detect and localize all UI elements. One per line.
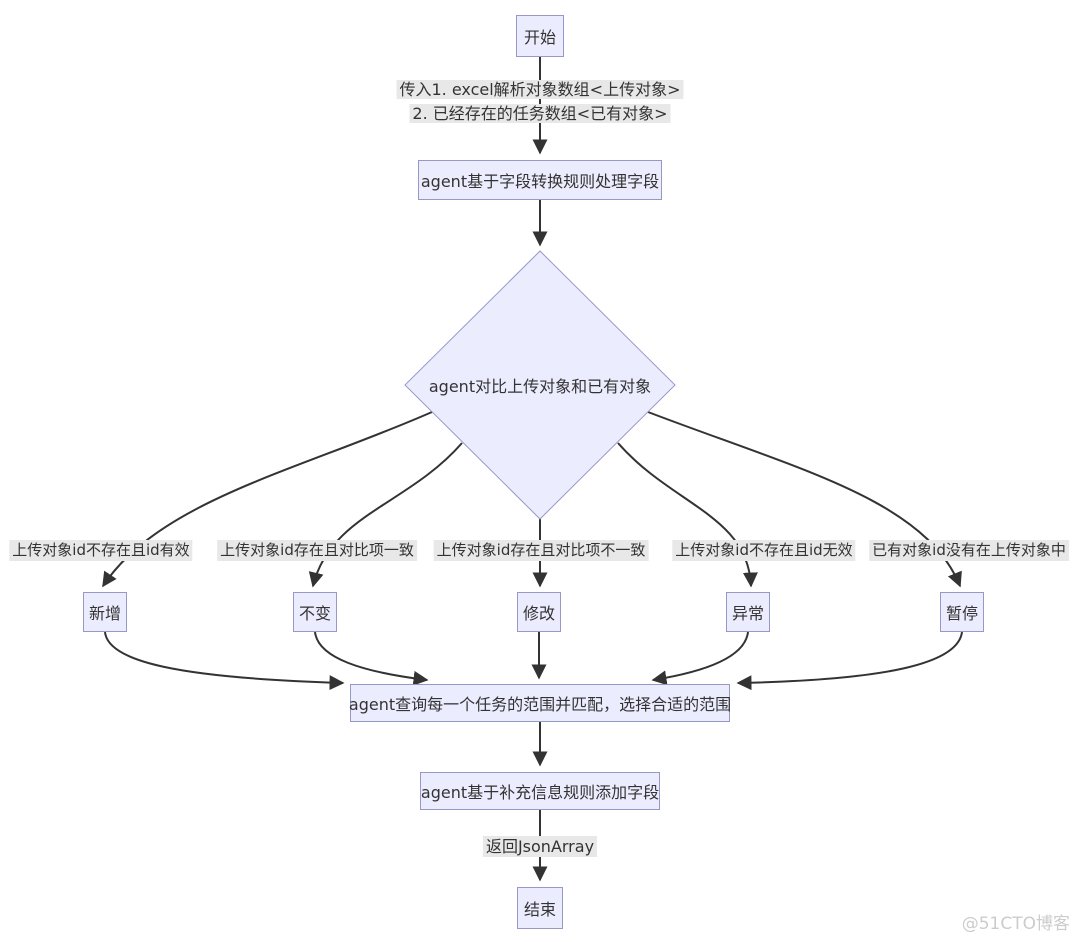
- node-add: 新增: [83, 592, 127, 632]
- node-supplement: agent基于补充信息规则添加字段: [420, 772, 660, 810]
- edge-label-branch-abnormal: 上传对象id不存在且id无效: [672, 540, 856, 561]
- edge-label-branch-pause: 已有对象id没有在上传对象中: [869, 540, 1069, 561]
- node-decision-label: agent对比上传对象和已有对象: [428, 377, 652, 396]
- node-pause: 暂停: [940, 592, 984, 632]
- node-match-scope: agent查询每一个任务的范围并匹配，选择合适的范围: [349, 684, 731, 722]
- node-start: 开始: [516, 15, 564, 57]
- node-end: 结束: [517, 887, 563, 929]
- edge-label-input-line2: 2. 已经存在的任务数组<已有对象>: [409, 104, 671, 123]
- edge-label-branch-unchanged: 上传对象id存在且对比项一致: [217, 540, 417, 561]
- node-unchanged: 不变: [293, 592, 337, 632]
- edge-label-input-line1: 传入1. excel解析对象数组<上传对象>: [396, 80, 684, 99]
- edge-label-branch-modify: 上传对象id存在且对比项不一致: [433, 540, 649, 561]
- node-process-fields: agent基于字段转换规则处理字段: [418, 160, 662, 200]
- node-modify: 修改: [517, 592, 561, 632]
- decision-diamond-shape: [404, 250, 676, 520]
- edge-label-input: 传入1. excel解析对象数组<上传对象> 2. 已经存在的任务数组<已有对象…: [396, 78, 684, 126]
- watermark: @51CTO博客: [961, 914, 1070, 934]
- node-abnormal: 异常: [726, 592, 770, 632]
- edge-label-return: 返回JsonArray: [482, 836, 598, 857]
- edge-label-branch-add: 上传对象id不存在且id有效: [9, 540, 193, 561]
